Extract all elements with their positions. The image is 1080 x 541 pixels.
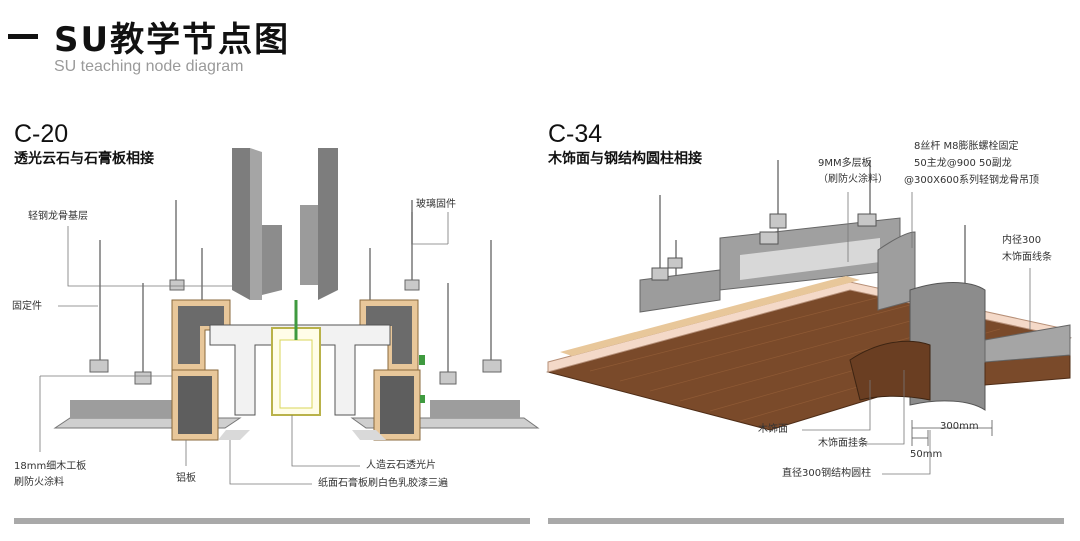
label-keel-base: 轻钢龙骨基层 (28, 211, 88, 222)
left-section-drawing (39, 148, 540, 485)
label-stone-translucent: 人造云石透光片 (366, 460, 436, 471)
label-board-18mm: 18mm细木工板 (14, 461, 87, 472)
label-veneer-hanger: 木饰面挂条 (818, 438, 868, 449)
label-bolt-line1: 8丝杆 M8膨胀螺栓固定 (914, 141, 1019, 152)
page-subtitle: SU teaching node diagram (54, 58, 244, 75)
label-aluminum-plate: 铝板 (176, 473, 196, 484)
label-inner-radius: 内径300 (1002, 235, 1042, 246)
right-node-code: C-34 (548, 120, 603, 148)
left-node-caption: 透光云石与石膏板相接 (14, 151, 154, 167)
right-section-drawing (546, 160, 1072, 475)
label-bolt-line3: @300X600系列轻钢龙骨吊顶 (904, 175, 1040, 186)
label-wood-veneer: 木饰面 (758, 424, 788, 435)
right-divider-bar (548, 518, 1064, 524)
title-dash (8, 34, 38, 39)
left-node-code: C-20 (14, 120, 69, 148)
label-steel-column: 直径300钢结构圆柱 (782, 468, 872, 479)
label-gypsum-board: 纸面石膏板刷白色乳胶漆三遍 (318, 478, 448, 489)
label-dim-50mm: 50mm (910, 449, 943, 460)
left-divider-bar (14, 518, 530, 524)
page-title: SU教学节点图 (54, 20, 291, 60)
right-node-caption: 木饰面与钢结构圆柱相接 (548, 151, 702, 167)
label-plywood-fireproof: （刷防火涂料） (818, 174, 888, 185)
label-dim-300mm: 300mm (940, 421, 979, 432)
label-fixing-part: 固定件 (12, 301, 42, 312)
label-plywood-9mm: 9MM多层板 (818, 158, 872, 169)
label-fireproof-paint: 刷防火涂料 (14, 477, 64, 488)
label-bolt-line2: 50主龙@900 50副龙 (914, 158, 1012, 169)
label-glass-fixing: 玻璃固件 (416, 199, 456, 210)
label-veneer-trim: 木饰面线条 (1002, 252, 1052, 263)
